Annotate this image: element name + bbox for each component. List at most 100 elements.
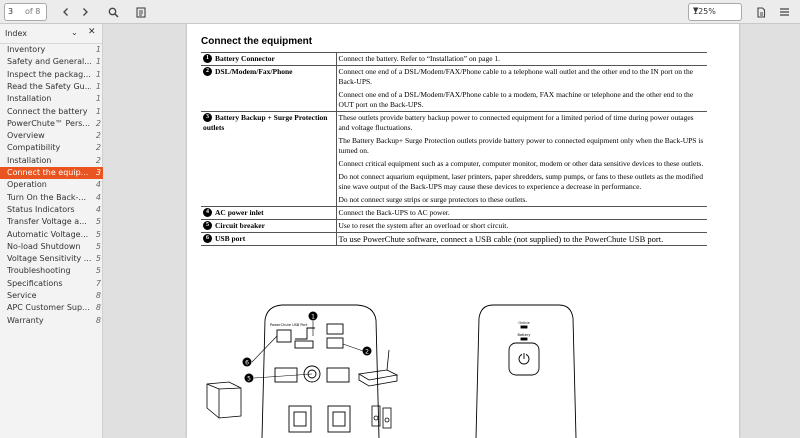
toc-item-label: Safety and General... [7, 57, 91, 67]
menu-button[interactable] [775, 3, 793, 21]
page-number-input[interactable]: 3 of 8 [4, 3, 47, 21]
computer-tower-icon [206, 381, 242, 419]
page-title: Connect the equipment [201, 36, 313, 47]
toc-item[interactable]: APC Customer Sup...8 [0, 302, 103, 314]
toc-item-label: Inspect the packag... [7, 69, 91, 79]
previous-page-button[interactable] [57, 3, 75, 21]
toc-item-label: APC Customer Sup... [7, 303, 90, 313]
toc-item-page: 5 [95, 217, 101, 227]
toc-item-page: 5 [95, 241, 101, 251]
toc-item-label: Voltage Sensitivity ... [7, 254, 91, 264]
close-icon[interactable]: ✕ [88, 27, 96, 37]
toc-item-label: Installation [7, 155, 52, 165]
toc-item-label: Connect the battery [7, 106, 88, 116]
toc-item-page: 2 [95, 131, 101, 141]
toc-item[interactable]: Safety and General...1 [0, 56, 103, 68]
toc-item[interactable]: Connect the battery 1 [0, 106, 103, 118]
save-button[interactable] [752, 3, 770, 21]
toc-item-page: 1 [95, 81, 101, 91]
page-total: of 8 [25, 7, 41, 16]
toc-item-page: 1 [95, 94, 101, 104]
toc-item[interactable]: Installation 2 [0, 155, 103, 167]
power-button [508, 342, 540, 376]
toc-item[interactable]: Transfer Voltage a... 5 [0, 216, 103, 228]
outlet-c [288, 405, 312, 433]
toc-item-label: Inventory [7, 45, 46, 54]
ups-rear-panel [261, 304, 380, 438]
callout-number: 1 [203, 54, 212, 63]
row-description: Use to reset the system after an overloa… [338, 221, 509, 230]
page-current[interactable]: 3 [8, 7, 14, 16]
toc-item-page: 1 [95, 106, 101, 116]
toc-item-label: Warranty [7, 315, 44, 325]
toc-item-page: 8 [95, 291, 101, 300]
search-icon [108, 7, 119, 18]
callout-number: 2 [203, 67, 212, 76]
toc-item-page: 2 [95, 155, 101, 165]
toc-item[interactable]: Inspect the packag...1 [0, 69, 103, 81]
toc-item[interactable]: Automatic Voltage...5 [0, 229, 103, 241]
toc-item-label: Read the Safety Gu... [7, 81, 91, 91]
next-page-button[interactable] [76, 3, 94, 21]
toc-item-page: 2 [95, 143, 101, 153]
toc-item-page: 8 [95, 315, 101, 325]
toc-item[interactable]: Turn On the Back-... 4 [0, 192, 103, 204]
toc-item-label: Troubleshooting [7, 266, 71, 276]
annotations-button[interactable] [132, 3, 150, 21]
toc-item-page: 4 [95, 192, 101, 202]
row-description: Do not connect aquarium equipment, laser… [338, 172, 704, 191]
toc-item-label: Turn On the Back-... [7, 192, 87, 202]
toc-item-label: Overview [7, 131, 45, 141]
toc-item-page: 2 [95, 118, 101, 128]
zoom-value: 125% [693, 7, 716, 16]
speakers-icon [371, 405, 392, 429]
online-indicator-label: Online [518, 321, 529, 325]
toc-item-label: Transfer Voltage a... [7, 217, 87, 227]
toc-item[interactable]: Voltage Sensitivity ... 5 [0, 253, 103, 265]
row-description: Connect the Back-UPS to AC power. [338, 208, 450, 217]
svg-text:1: 1 [311, 313, 315, 320]
toc-item[interactable]: Connect the equip...3 [0, 167, 103, 179]
row-description: Connect one end of a DSL/Modem/FAX/Phone… [338, 67, 694, 86]
outlet-d [327, 405, 351, 433]
ups-rear-diagram: 1 2 6 5 PowerChute USB Port [206, 304, 577, 438]
toc-item-page: 4 [95, 180, 101, 190]
toc-item-label: PowerChute™ Pers... [7, 118, 91, 128]
row-label: Battery Connector [215, 54, 275, 63]
toc-item[interactable]: PowerChute™ Pers... 2 [0, 118, 103, 130]
callout-number: 3 [203, 113, 212, 122]
toc-item-page: 5 [95, 254, 101, 264]
outlet-b [326, 367, 350, 383]
document-icon [136, 6, 146, 18]
row-description: These outlets provide battery backup pow… [338, 113, 694, 132]
zoom-select[interactable]: 125% ▼ [688, 3, 742, 21]
ac-inlet-circle [303, 365, 321, 383]
search-button[interactable] [104, 3, 122, 21]
toc-item[interactable]: Read the Safety Gu... 1 [0, 81, 103, 93]
toolbar: 3 of 8 125% ▼ [0, 0, 800, 24]
toc-item[interactable]: Overview 2 [0, 130, 103, 142]
save-icon [757, 6, 766, 18]
row-description-cell: Use to reset the system after an overloa… [336, 219, 707, 233]
chevron-down-icon[interactable]: ⌄ [71, 28, 78, 37]
toc-item[interactable]: Warranty 8 [0, 315, 103, 327]
toc-item-label: Status Indicators [7, 204, 75, 214]
